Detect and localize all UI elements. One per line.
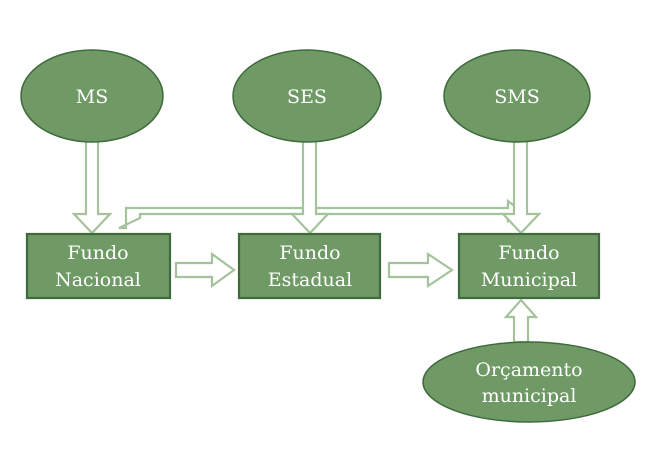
node-orcamento-line1: Orçamento [475, 359, 582, 381]
node-ses: SES [232, 49, 382, 143]
node-fundo-nacional-line2: Nacional [55, 269, 141, 291]
node-ms-label: MS [76, 86, 108, 108]
arrow-ses-to-nacional-and-municipal [118, 198, 523, 230]
node-fundo-nacional-line1: Fundo [67, 242, 128, 264]
node-ses-label: SES [287, 86, 327, 108]
node-fundo-municipal-line2: Municipal [481, 269, 577, 291]
node-orcamento-municipal: Orçamento municipal [422, 341, 636, 423]
arrow-nacional-to-estadual [174, 251, 236, 289]
arrow-ses-to-fundo-estadual [289, 139, 331, 235]
node-fundo-estadual: Fundo Estadual [237, 232, 382, 300]
node-orcamento-line2: municipal [482, 385, 577, 407]
node-fundo-municipal: Fundo Municipal [457, 232, 601, 300]
node-sms: SMS [443, 49, 591, 143]
arrow-sms-to-fundo-municipal [500, 139, 542, 235]
node-ms: MS [20, 49, 164, 143]
arrow-orcamento-to-fundo-municipal [503, 298, 539, 344]
node-sms-label: SMS [494, 86, 540, 108]
node-fundo-estadual-line2: Estadual [268, 269, 352, 291]
node-fundo-nacional: Fundo Nacional [25, 232, 172, 300]
node-fundo-municipal-line1: Fundo [498, 242, 559, 264]
arrow-ms-to-fundo-nacional [71, 139, 113, 235]
arrow-estadual-to-municipal [387, 251, 454, 289]
node-fundo-estadual-line1: Fundo [279, 242, 340, 264]
